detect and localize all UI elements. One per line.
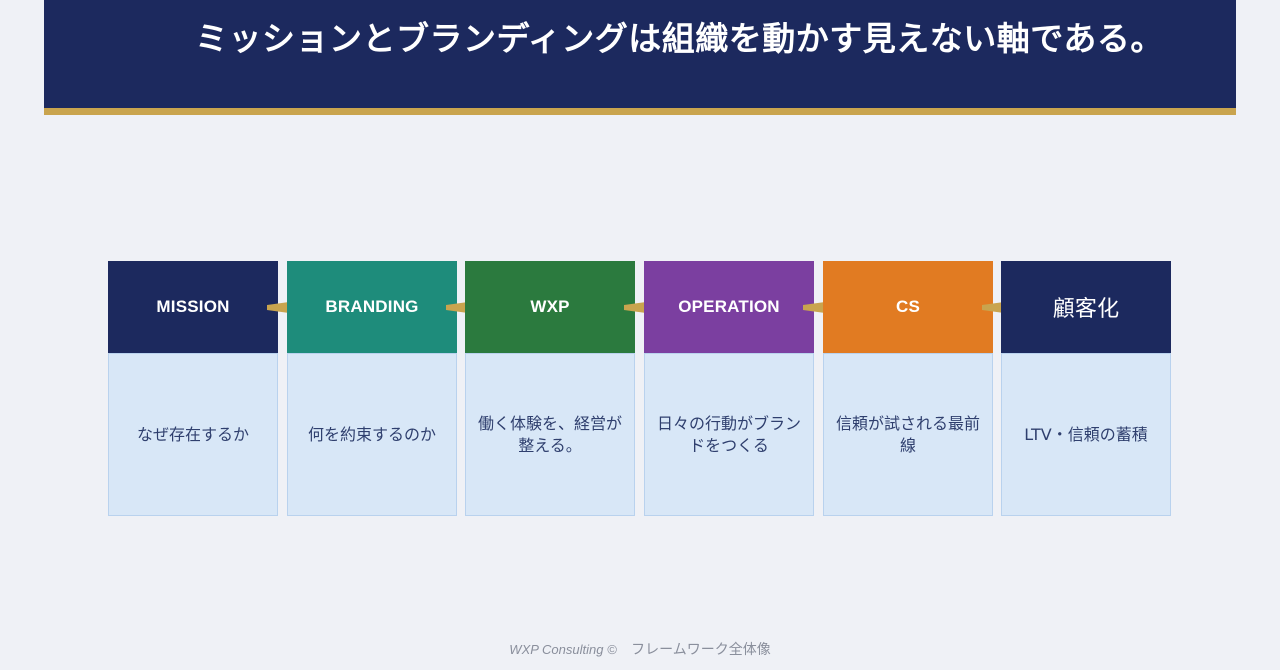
step-header: BRANDING bbox=[287, 261, 457, 353]
flow-arrow bbox=[982, 302, 1004, 313]
step-operation: OPERATION 日々の行動がブランドをつくる bbox=[644, 261, 814, 516]
step-header: WXP bbox=[465, 261, 635, 353]
footer-caption: フレームワーク全体像 bbox=[631, 642, 771, 658]
step-header: MISSION bbox=[108, 261, 278, 353]
footer-brand: WXP Consulting © bbox=[509, 642, 617, 657]
step-description: 信頼が試される最前線 bbox=[823, 353, 993, 516]
step-description: LTV・信頼の蓄積 bbox=[1001, 353, 1171, 516]
title-banner bbox=[44, 0, 1236, 108]
step-cs: CS 信頼が試される最前線 bbox=[823, 261, 993, 516]
step-header: OPERATION bbox=[644, 261, 814, 353]
step-description: 日々の行動がブランドをつくる bbox=[644, 353, 814, 516]
step-wxp: WXP 働く体験を、経営が整える。 bbox=[465, 261, 635, 516]
step-header: 顧客化 bbox=[1001, 261, 1171, 353]
step-header: CS bbox=[823, 261, 993, 353]
title-underline bbox=[44, 108, 1236, 115]
flow-arrow bbox=[446, 302, 468, 313]
step-customer: 顧客化 LTV・信頼の蓄積 bbox=[1001, 261, 1171, 516]
step-branding: BRANDING 何を約束するのか bbox=[287, 261, 457, 516]
page-title: ミッションとブランディングは組織を動かす見えない軸である。 bbox=[195, 19, 1164, 58]
step-description: 何を約束するのか bbox=[287, 353, 457, 516]
footer: WXP Consulting © フレームワーク全体像 bbox=[0, 639, 1280, 659]
flow-arrow bbox=[624, 302, 646, 313]
flow-arrow bbox=[267, 302, 289, 313]
flow-arrow bbox=[803, 302, 825, 313]
step-mission: MISSION なぜ存在するか bbox=[108, 261, 278, 516]
framework-flow: MISSION なぜ存在するか BRANDING 何を約束するのか WXP 働く… bbox=[108, 261, 1172, 516]
step-description: なぜ存在するか bbox=[108, 353, 278, 516]
step-description: 働く体験を、経営が整える。 bbox=[465, 353, 635, 516]
